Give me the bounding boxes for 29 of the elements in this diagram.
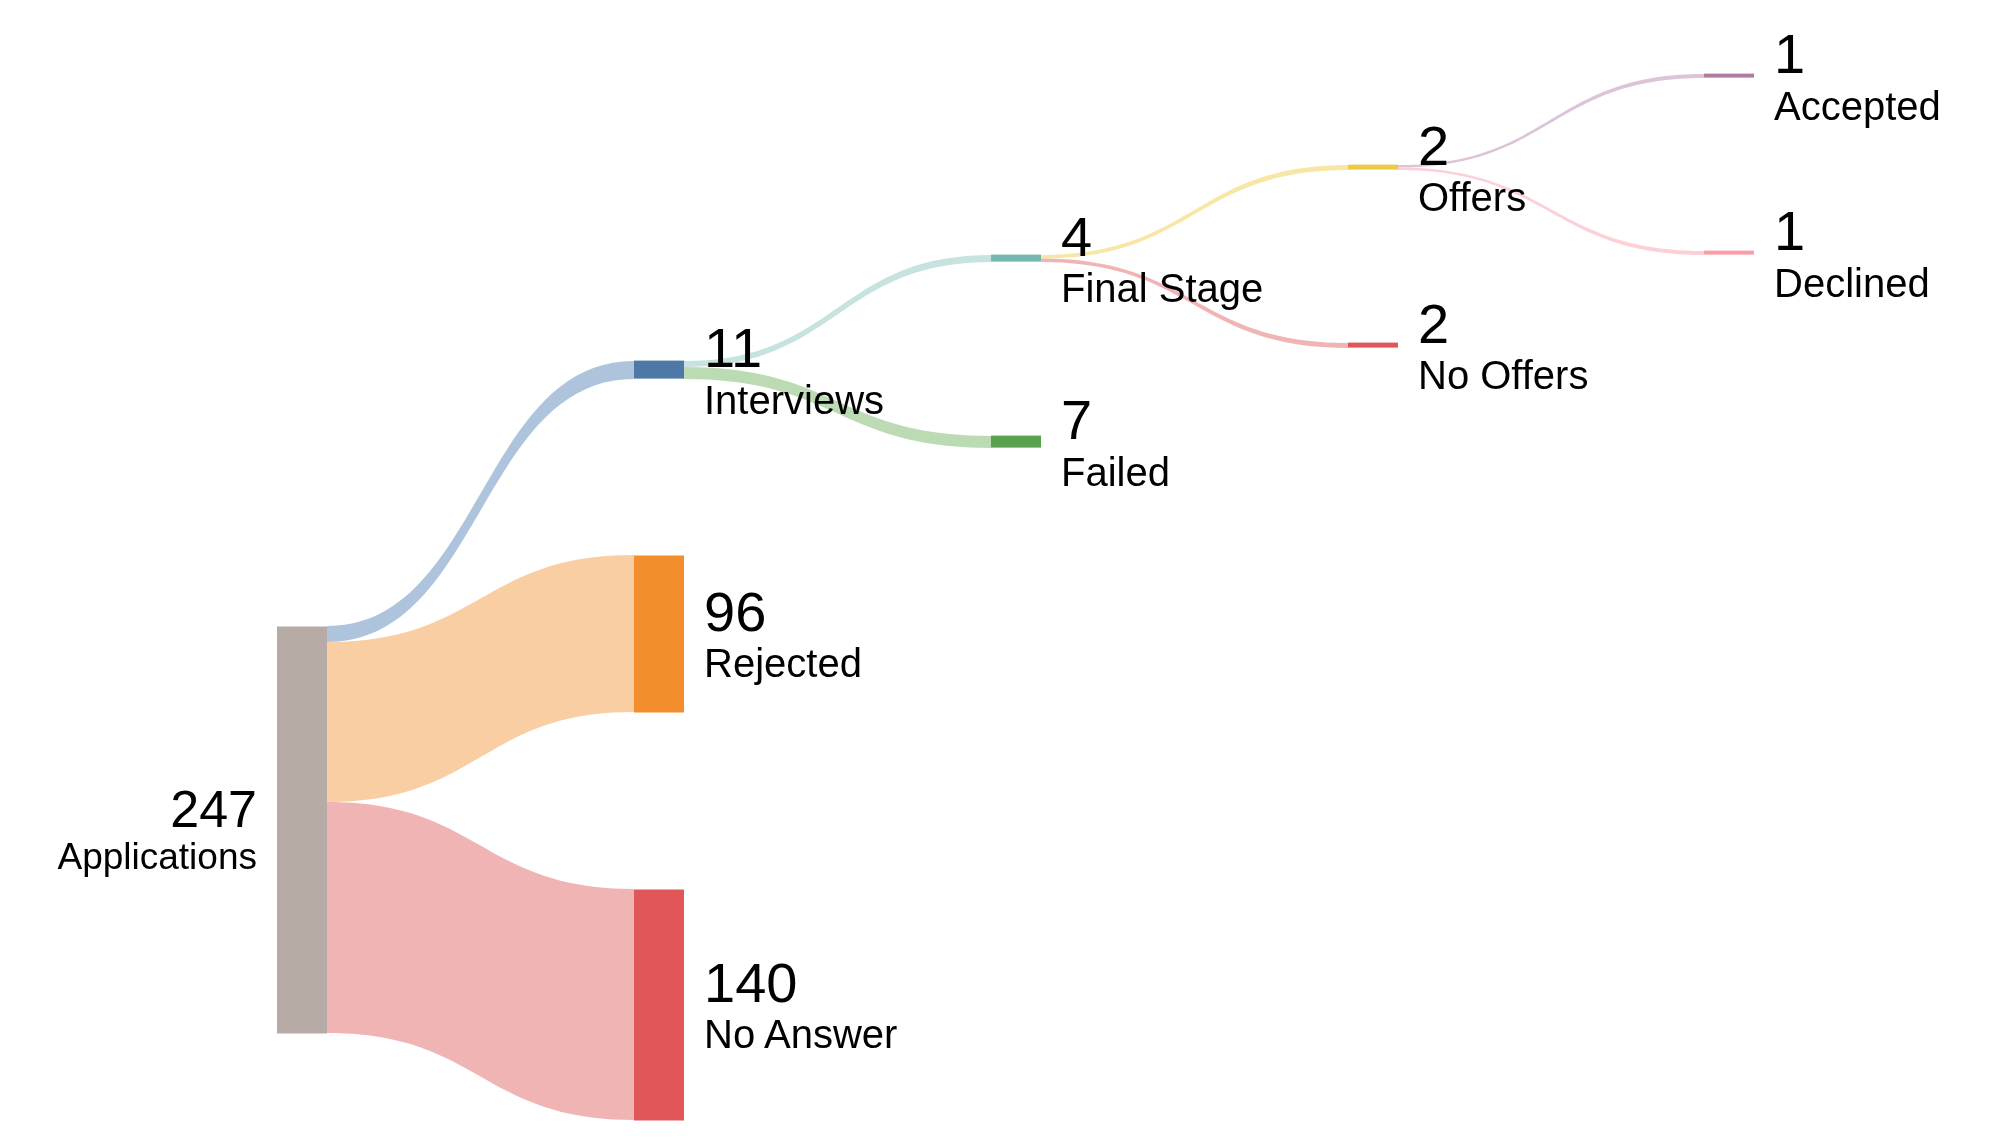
node-value: 96 [704, 582, 768, 641]
node-label: Rejected [704, 640, 862, 685]
node-value: 2 [1418, 116, 1451, 175]
node-value: 1 [1774, 201, 1807, 261]
node-label: No Offers [1418, 352, 1589, 397]
node-value: 2 [1418, 294, 1451, 353]
node-label: Failed [1061, 449, 1170, 494]
flow-band [1041, 258, 1348, 348]
flow-band [684, 367, 991, 448]
flow-band [327, 555, 634, 802]
node-label: Applications [57, 836, 257, 878]
node-value: 4 [1061, 207, 1094, 266]
node-label: Declined [1774, 260, 1930, 305]
node-label: Final Stage [1061, 265, 1264, 310]
flow-band [684, 255, 991, 367]
flow-band [327, 361, 634, 642]
node-value: 247 [170, 781, 257, 837]
node-value: 140 [704, 953, 799, 1012]
flow-band [1398, 74, 1704, 168]
node-value: 1 [1774, 24, 1807, 84]
flow-band [327, 802, 634, 1120]
node-value: 7 [1061, 390, 1094, 450]
node-label: Accepted [1774, 83, 1941, 128]
node-label: Interviews [704, 377, 885, 422]
flow-band [1398, 167, 1704, 255]
node-label: No Answer [704, 1011, 898, 1056]
node-value: 11 [704, 318, 764, 378]
flow-band [1041, 165, 1348, 259]
node-label: Offers [1418, 174, 1527, 219]
